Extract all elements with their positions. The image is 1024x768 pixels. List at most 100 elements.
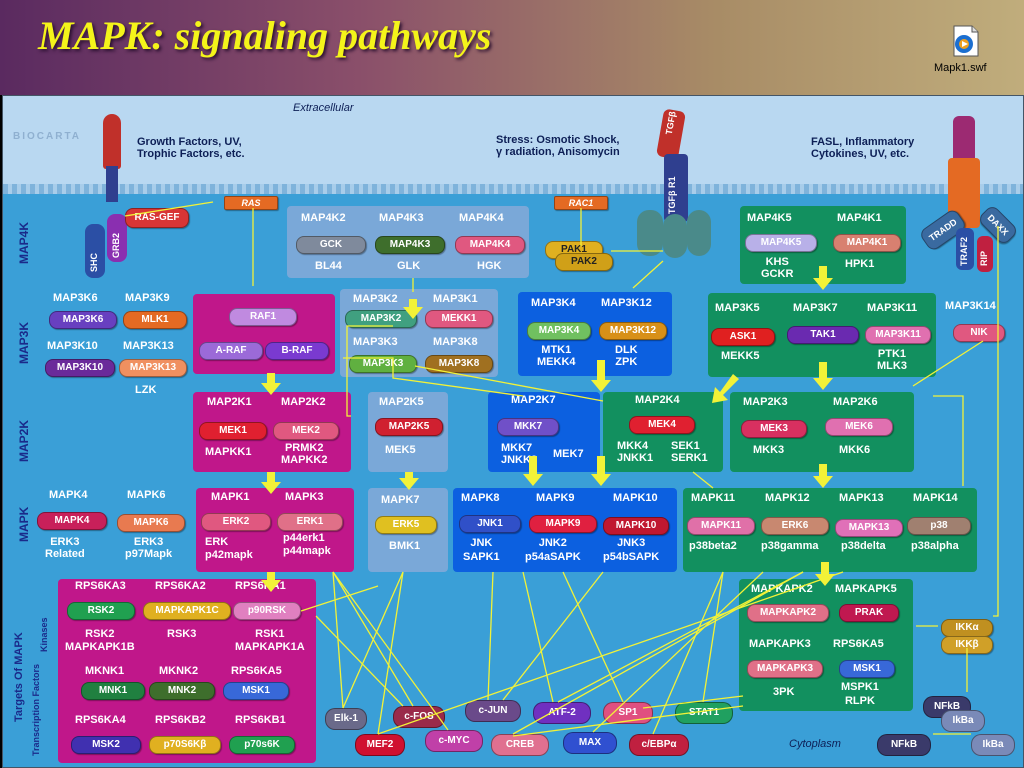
mapk4-protein[interactable]: MAPK4 bbox=[37, 512, 107, 530]
arrow-mkk7-jnk bbox=[591, 456, 611, 486]
map4k4-protein[interactable]: MAP4K4 bbox=[455, 236, 525, 254]
cjun-tf[interactable]: c-JUN bbox=[465, 700, 521, 722]
mapk6-protein[interactable]: MAPK6 bbox=[117, 514, 185, 532]
map4k5-protein[interactable]: MAP4K5 bbox=[745, 234, 817, 252]
msk1-mapkapk-protein[interactable]: MSK1 bbox=[839, 660, 895, 678]
traf2-protein[interactable] bbox=[956, 228, 974, 270]
gck-protein[interactable]: GCK bbox=[296, 236, 366, 254]
grb2-protein[interactable] bbox=[107, 214, 127, 262]
braf-protein[interactable]: B-RAF bbox=[265, 342, 329, 360]
erk6-protein[interactable]: ERK6 bbox=[761, 517, 829, 535]
connector-map3k2-mek bbox=[346, 325, 393, 417]
map4k1-protein[interactable]: MAP4K1 bbox=[833, 234, 901, 252]
media-file-icon[interactable] bbox=[948, 24, 982, 58]
prak-protein[interactable]: PRAK bbox=[839, 604, 899, 622]
rps6ka3-label: RPS6KA3 bbox=[75, 580, 126, 592]
cmyc-tf[interactable]: c-MYC bbox=[425, 730, 483, 752]
mspk1-label: MSPK1 RLPK bbox=[841, 681, 879, 707]
araf-protein[interactable]: A-RAF bbox=[199, 342, 263, 360]
mkk7-protein[interactable]: MKK7 bbox=[497, 418, 559, 436]
mapkapk-box bbox=[739, 579, 913, 711]
map3k6-protein[interactable]: MAP3K6 bbox=[49, 311, 117, 329]
shc-protein[interactable] bbox=[85, 224, 105, 278]
map3k2-label: MAP3K2 bbox=[353, 293, 398, 305]
growth-factor-receptor-tm bbox=[106, 166, 118, 202]
tak1-protein[interactable]: TAK1 bbox=[787, 326, 859, 344]
erk2-protein[interactable]: ERK2 bbox=[201, 513, 271, 531]
sp1-tf[interactable]: SP1 bbox=[603, 702, 653, 724]
mapkapk1c-protein[interactable]: MAPKAPK1C bbox=[143, 602, 231, 620]
p70s6k-protein[interactable]: p70s6K bbox=[229, 736, 295, 754]
p70s6kb-protein[interactable]: p70S6Kβ bbox=[149, 736, 221, 754]
mek2-protein[interactable]: MEK2 bbox=[273, 422, 339, 440]
rsk2-protein[interactable]: RSK2 bbox=[67, 602, 135, 620]
mapk9-protein[interactable]: MAPK9 bbox=[529, 515, 597, 533]
mapk9-label: MAPK9 bbox=[536, 492, 575, 504]
jnk1-protein[interactable]: JNK1 bbox=[459, 515, 521, 533]
ras-protein[interactable]: RAS bbox=[224, 196, 278, 210]
mek4-protein[interactable]: MEK4 bbox=[629, 416, 695, 434]
mapkapk2-protein[interactable]: MAPKAPK2 bbox=[747, 604, 829, 622]
mapk-pathway-diagram: Extracellular BIOCARTA Growth Factors, U… bbox=[2, 95, 1024, 768]
mapk13-protein[interactable]: MAPK13 bbox=[835, 519, 903, 537]
rip-protein[interactable] bbox=[977, 236, 993, 272]
connector-jnk-sp1 bbox=[562, 571, 624, 703]
mapk11-protein[interactable]: MAPK11 bbox=[687, 517, 755, 535]
mapkapk3-protein[interactable]: MAPKAPK3 bbox=[747, 660, 823, 678]
map4k1-label: MAP4K1 bbox=[837, 212, 882, 224]
mef2-tf[interactable]: MEF2 bbox=[355, 734, 405, 756]
mek1-protein[interactable]: MEK1 bbox=[199, 422, 267, 440]
max-tf[interactable]: MAX bbox=[563, 732, 617, 754]
raf1-protein[interactable]: RAF1 bbox=[229, 308, 297, 326]
map2k6-label: MAP2K6 bbox=[833, 396, 878, 408]
slide-header: MAPK: signaling pathways Mapk1.swf bbox=[0, 0, 1024, 95]
p38-protein[interactable]: p38 bbox=[907, 517, 971, 535]
elk1-tf[interactable]: Elk-1 bbox=[325, 708, 367, 730]
map2k3-label: MAP2K3 bbox=[743, 396, 788, 408]
map3k2-protein[interactable]: MAP3K2 bbox=[345, 310, 417, 328]
growth-factor-receptor bbox=[103, 114, 121, 169]
pak2-protein[interactable]: PAK2 bbox=[555, 253, 613, 271]
map4k3-protein[interactable]: MAP4K3 bbox=[375, 236, 445, 254]
map3k11-protein[interactable]: MAP3K11 bbox=[865, 326, 931, 344]
ask1-protein[interactable]: ASK1 bbox=[711, 328, 775, 346]
ikba-free[interactable]: IkBa bbox=[971, 734, 1015, 756]
map3k8-protein[interactable]: MAP3K8 bbox=[425, 355, 493, 373]
mekk1-protein[interactable]: MEKK1 bbox=[425, 310, 493, 328]
msk1-target-protein[interactable]: MSK1 bbox=[223, 682, 289, 700]
map2k5-protein[interactable]: MAP2K5 bbox=[375, 418, 443, 436]
mknk2-label: MKNK2 bbox=[159, 665, 199, 677]
mnk1-protein[interactable]: MNK1 bbox=[81, 682, 145, 700]
ikba-complex[interactable]: IkBa bbox=[941, 710, 985, 732]
map3k13-protein[interactable]: MAP3K13 bbox=[119, 359, 187, 377]
erk5-protein[interactable]: ERK5 bbox=[375, 516, 437, 534]
map3k10-label: MAP3K10 bbox=[47, 340, 98, 352]
mek6-protein[interactable]: MEK6 bbox=[825, 418, 893, 436]
nfkb-free[interactable]: NFkB bbox=[877, 734, 931, 756]
cebpa-tf[interactable]: c/EBPα bbox=[629, 734, 689, 756]
atf2-tf[interactable]: ATF-2 bbox=[533, 702, 591, 724]
nik-protein[interactable]: NIK bbox=[953, 324, 1005, 342]
growth-stimuli-label: Growth Factors, UV, Trophic Factors, etc… bbox=[137, 136, 245, 160]
p90rsk-protein[interactable]: p90RSK bbox=[233, 602, 301, 620]
map3k3-protein[interactable]: MAP3K3 bbox=[349, 355, 417, 373]
erk1-protein[interactable]: ERK1 bbox=[277, 513, 343, 531]
connector-jnk3-cjun bbox=[502, 571, 604, 701]
media-file-label[interactable]: Mapk1.swf bbox=[934, 62, 987, 74]
3pk-label: 3PK bbox=[773, 686, 795, 698]
p38gamma-label: p38gamma bbox=[761, 540, 819, 552]
p44mapk-label: p44erk1 p44mapk bbox=[283, 532, 331, 557]
mlk1-protein[interactable]: MLK1 bbox=[123, 311, 187, 329]
msk2-protein[interactable]: MSK2 bbox=[71, 736, 141, 754]
cfos-tf[interactable]: c-FOS bbox=[393, 706, 445, 728]
map3k12-protein[interactable]: MAP3K12 bbox=[599, 322, 667, 340]
mapkapk3-label: MAPKAPK3 bbox=[749, 638, 811, 650]
mek3-protein[interactable]: MEK3 bbox=[741, 420, 807, 438]
mnk2-protein[interactable]: MNK2 bbox=[149, 682, 215, 700]
mapk10-protein[interactable]: MAPK10 bbox=[603, 517, 669, 535]
stat1-tf[interactable]: STAT1 bbox=[675, 702, 733, 724]
fasl-stimuli-label: FASL, Inflammatory Cytokines, UV, etc. bbox=[811, 136, 915, 160]
map3k10-protein[interactable]: MAP3K10 bbox=[45, 359, 115, 377]
mapk10-label: MAPK10 bbox=[613, 492, 658, 504]
map3k4-protein[interactable]: MAP3K4 bbox=[527, 322, 591, 340]
